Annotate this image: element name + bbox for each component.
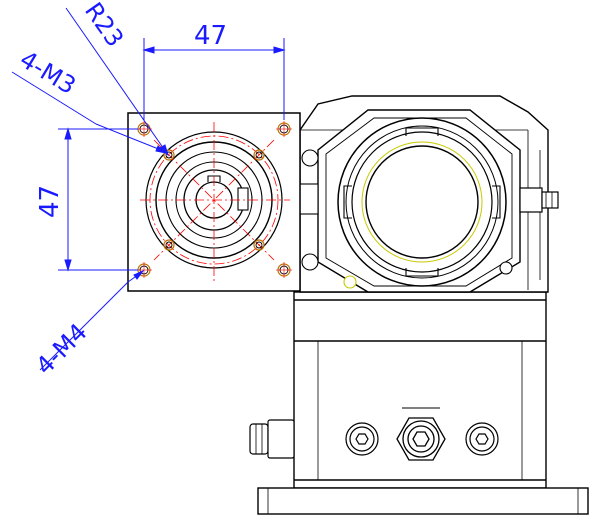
dimension-lines [11,7,286,371]
base-plate [257,487,589,515]
dimension-m3-holes: 4-M3 [15,45,81,100]
hex-socket-plug-icon [345,422,379,456]
dimension-radius: R23 [79,0,129,52]
hex-nut-fitting-icon [396,407,446,461]
m3-holes [163,149,265,251]
housing-nubs [299,149,513,289]
ring-window [337,117,507,287]
hex-socket-plug-icon [465,422,499,456]
side-stud [519,187,559,213]
push-in-fitting-icon [249,419,295,459]
dimension-top-width: 47 [194,21,227,51]
dimension-left-height: 47 [35,185,65,218]
centerlines [140,122,290,282]
